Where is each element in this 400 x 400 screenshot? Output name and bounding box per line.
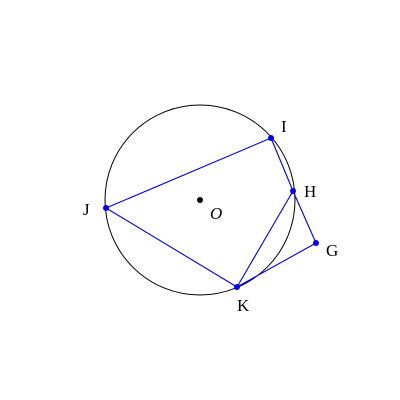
label-center-o: O (210, 204, 222, 223)
circle-o (104, 104, 296, 296)
segment-gk (236, 242, 317, 288)
segment-ih (270, 137, 294, 192)
segment-hk (236, 190, 294, 288)
segment-ji (105, 137, 272, 209)
label-g: G (326, 241, 338, 260)
point-j (103, 205, 109, 211)
label-k: K (237, 296, 250, 315)
point-h (290, 188, 296, 194)
center-point-o (197, 197, 203, 203)
point-i (268, 135, 274, 141)
label-h: H (304, 182, 316, 201)
segment-hg (292, 190, 317, 244)
label-j: J (83, 200, 90, 219)
point-k (234, 284, 240, 290)
label-i: I (281, 117, 287, 136)
segment-kj (105, 207, 238, 288)
point-g (313, 240, 319, 246)
segments (105, 137, 317, 288)
